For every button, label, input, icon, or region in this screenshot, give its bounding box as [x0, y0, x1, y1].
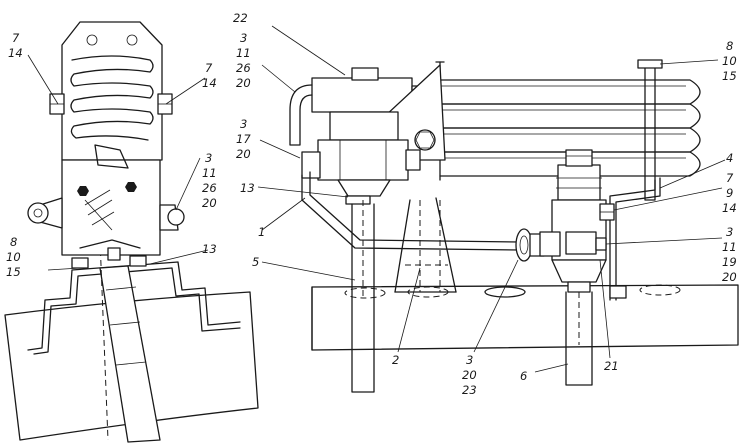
label-2: 2 [392, 353, 399, 367]
label-left-bottom-right: 13 [202, 242, 217, 256]
left-side-view [4, 21, 259, 443]
right-side-view [289, 59, 739, 393]
label-5: 5 [252, 255, 259, 269]
callout-leaders [27, 25, 726, 373]
label-6: 6 [520, 369, 527, 383]
label-22: 22 [233, 11, 248, 25]
label-13: 13 [240, 181, 255, 195]
label-1: 1 [258, 225, 265, 239]
label-4: 4 [726, 151, 733, 165]
label-21: 21 [604, 359, 619, 373]
